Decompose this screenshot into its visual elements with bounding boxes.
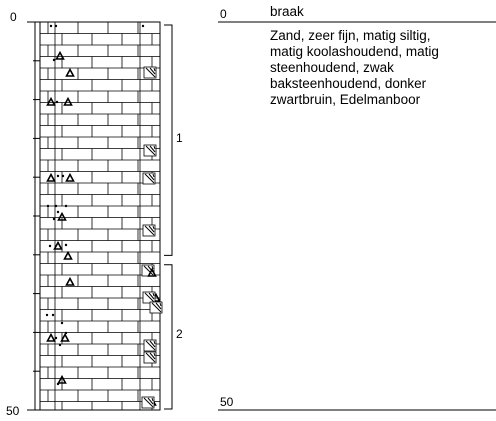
hatch-line: [143, 265, 154, 276]
sand-dot: [45, 313, 49, 317]
hatch-line: [151, 265, 154, 270]
hatch-line: [149, 352, 156, 360]
description-line: steenhoudend, zwak: [270, 60, 394, 75]
sand-dot: [54, 204, 58, 208]
hatch-line: [144, 225, 155, 236]
stone-symbol: [57, 374, 67, 384]
sand-dot: [48, 244, 52, 248]
layer-label-1: 1: [176, 131, 183, 145]
stone-symbol: [60, 332, 70, 342]
stone-symbol: [57, 211, 67, 221]
description-line: matig koolashoudend, matig: [270, 44, 439, 59]
hatch-line: [143, 397, 154, 408]
sand-dot: [46, 204, 50, 208]
hatch-line: [149, 67, 156, 75]
sand-dot: [60, 321, 64, 325]
stone-symbol: [46, 332, 56, 342]
stone-symbol: [65, 172, 75, 182]
description-depth-bottom: 50: [220, 395, 234, 409]
description-depth-top: 0: [220, 7, 227, 21]
stone-symbol: [46, 96, 56, 106]
sand-dot: [58, 343, 62, 347]
hatch-line: [145, 145, 156, 156]
hatch-line: [159, 302, 162, 307]
hatch-line: [151, 397, 154, 402]
hatch-line: [155, 302, 162, 310]
sand-dot: [52, 217, 56, 221]
stone-symbol: [65, 276, 75, 286]
land-use-label: braak: [270, 4, 304, 19]
hatch-line: [153, 67, 156, 72]
layer-bracket-2: [164, 264, 173, 410]
lithology-column: [39, 21, 161, 411]
stone-symbol: [63, 96, 73, 106]
inclusion-symbols: [45, 24, 163, 409]
hatch-line: [148, 225, 155, 233]
description-line: baksteenhoudend, donker: [270, 76, 427, 91]
sand-dot: [51, 313, 55, 317]
hatch-line: [148, 173, 155, 181]
description-line: Zand, zeer fijn, matig siltig,: [270, 28, 431, 43]
hatch-line: [144, 292, 155, 303]
depth-label-top: 0: [10, 10, 17, 24]
hatch-line: [144, 173, 155, 184]
sand-dot: [56, 382, 60, 386]
sand-dot: [141, 24, 145, 28]
hatch-line: [149, 340, 156, 348]
depth-minor-ticks: [33, 60, 40, 372]
sand-dot: [64, 204, 68, 208]
sand-dot: [54, 24, 58, 28]
hatch-line: [147, 397, 154, 405]
hatch-line: [145, 67, 156, 78]
hatch-line: [149, 145, 156, 153]
depth-label-bottom: 50: [6, 404, 20, 418]
hatch-line: [148, 292, 155, 300]
sand-dot: [56, 210, 60, 214]
hatch-line: [152, 173, 155, 178]
sand-dot: [56, 174, 60, 178]
hatch-line: [145, 352, 156, 363]
hatch-line: [153, 340, 156, 345]
hatch-line: [152, 225, 155, 230]
sand-dot: [52, 58, 56, 62]
hatch-line: [151, 302, 162, 313]
stone-symbol: [53, 240, 63, 250]
hatch-line: [145, 340, 156, 351]
stone-symbol: [147, 267, 157, 277]
layer-description: Zand, zeer fijn, matig siltig, matig koo…: [270, 28, 439, 108]
layer-brackets: [164, 24, 173, 410]
sand-dot: [64, 243, 68, 247]
sand-dot: [61, 174, 65, 178]
sand-dot: [55, 100, 59, 104]
stone-symbol: [65, 67, 75, 77]
layer-label-2: 2: [176, 327, 183, 341]
hatch-line: [152, 292, 155, 297]
description-line: zwartbruin, Edelmanboor: [270, 92, 421, 107]
brick-pattern: [40, 22, 160, 410]
stone-symbol: [63, 250, 73, 260]
hatch-line: [153, 352, 156, 357]
stone-symbol: [55, 50, 65, 60]
layer-bracket-1: [164, 24, 173, 256]
stone-symbol: [46, 172, 56, 182]
sand-dot: [54, 336, 58, 340]
hatch-line: [153, 145, 156, 150]
sand-dot: [49, 24, 53, 28]
